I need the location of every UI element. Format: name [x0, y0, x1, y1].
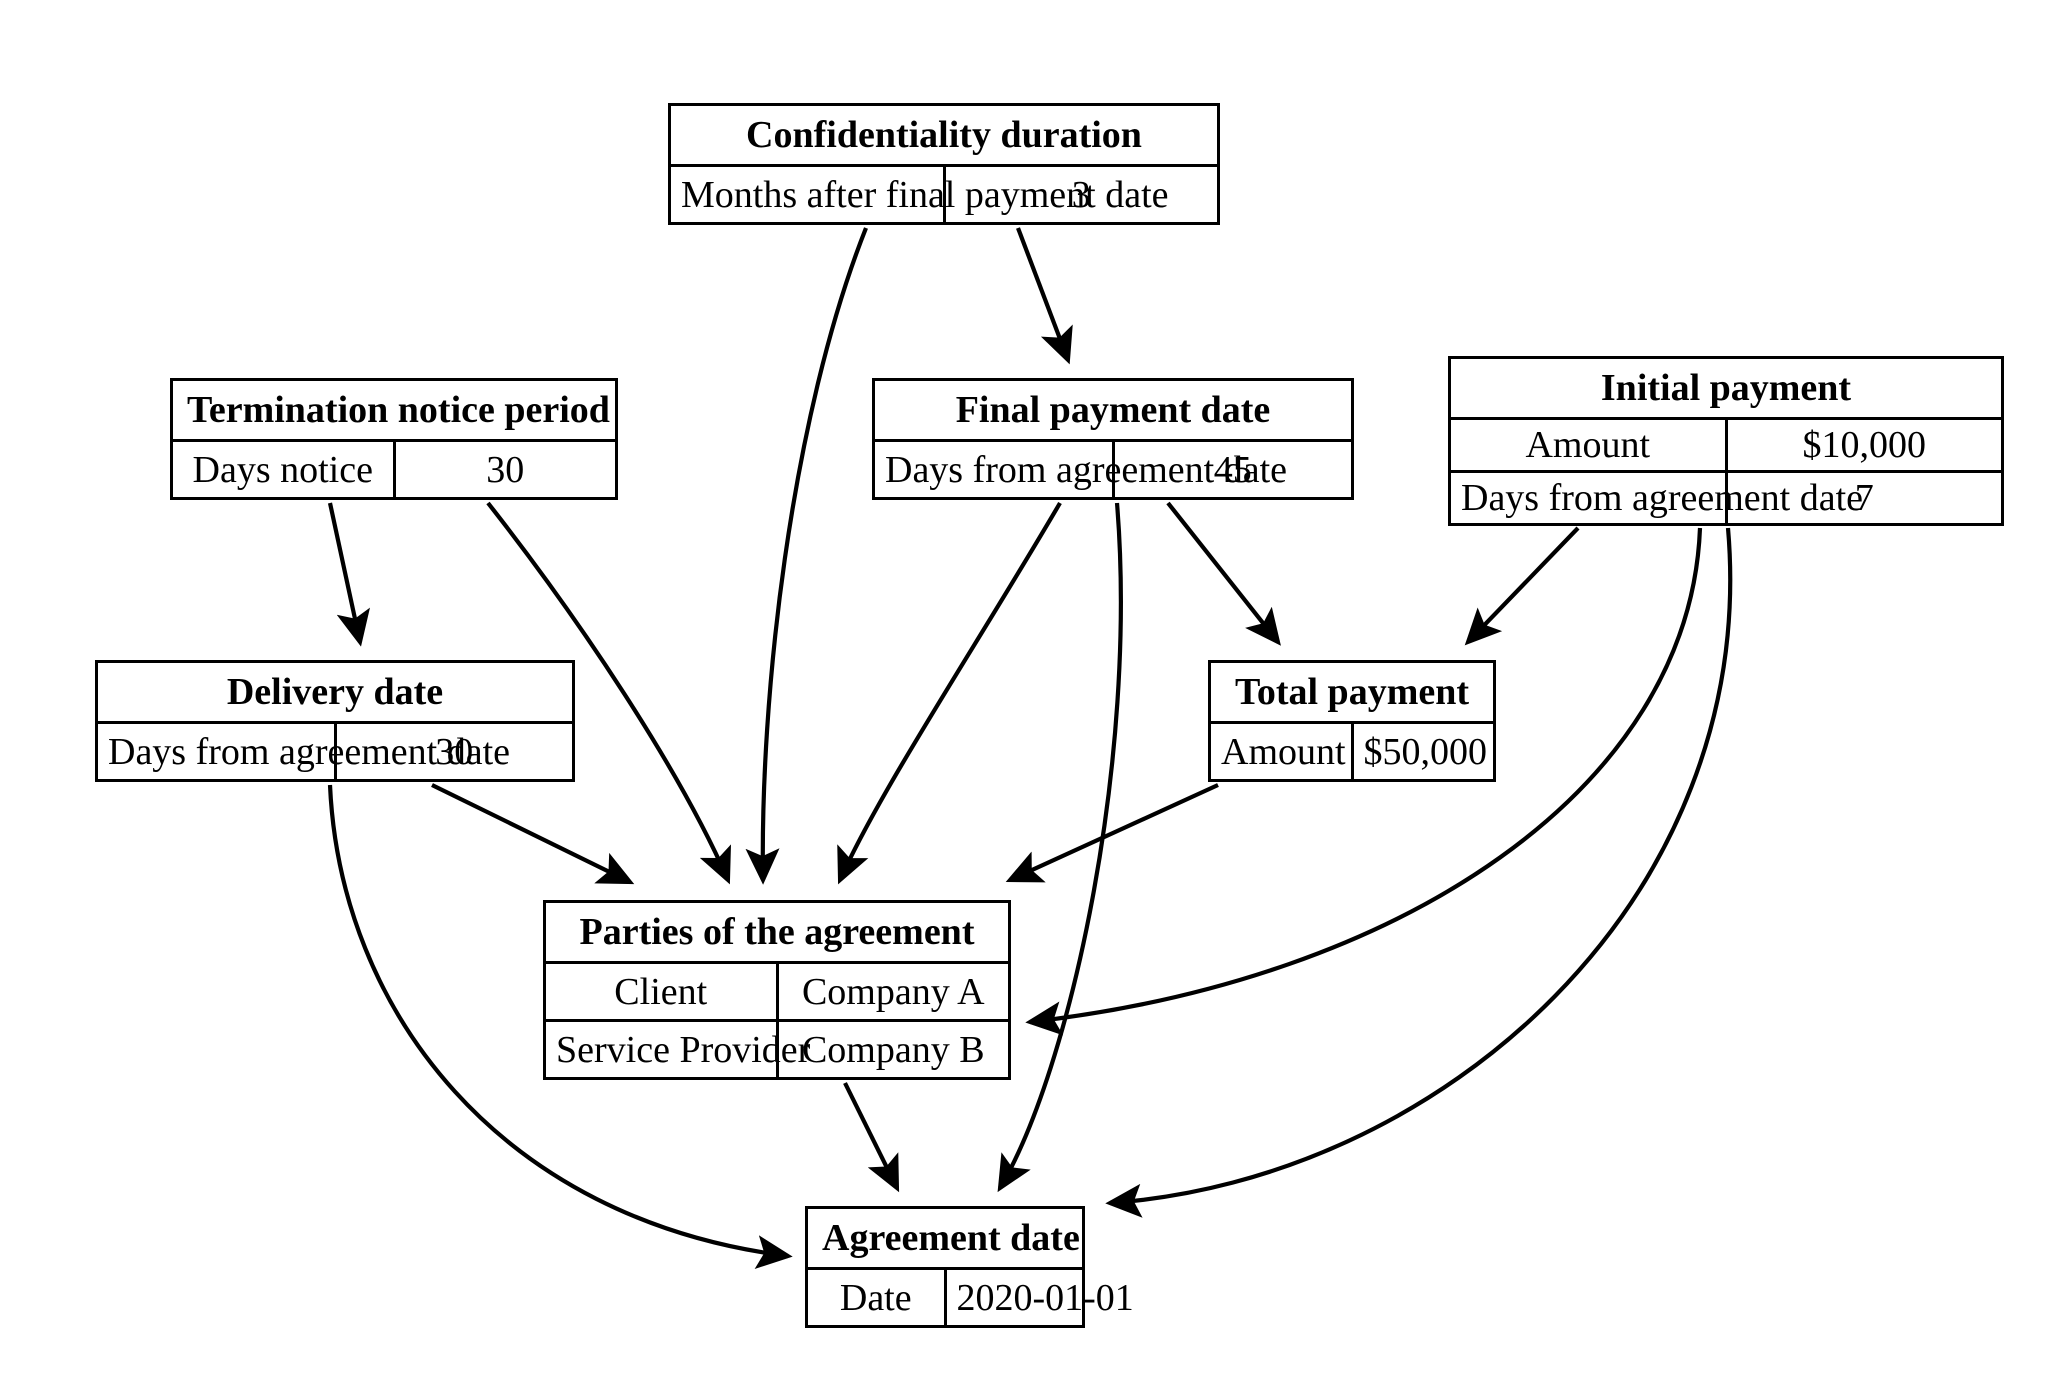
edge-final-payment-to-parties [837, 501, 1062, 885]
edge-initial-payment-to-agreement-date [1105, 527, 1733, 1218]
node-row-key: Amount [1221, 730, 1346, 773]
edge-initial-payment-to-total-payment [1464, 526, 1580, 646]
node-title: Agreement date [808, 1209, 1082, 1270]
edge-delivery-to-parties [431, 783, 635, 885]
node-row-value: 45 [1111, 440, 1351, 497]
node-row-value: 2020-01-01 [943, 1268, 1134, 1325]
node-row-key: Days from agreement date [108, 730, 510, 773]
node-row-key: Days from agreement date [1451, 470, 1863, 523]
node-final-payment-date[interactable]: Final payment date Days from agreement d… [872, 378, 1354, 500]
node-title: Parties of the agreement [546, 903, 1008, 964]
edge-confidentiality-to-final-payment [1016, 227, 1073, 365]
edge-total-payment-to-parties [1005, 783, 1219, 883]
node-row-key: Days notice [192, 448, 373, 491]
node-row-value: Company B [775, 1019, 1008, 1077]
node-row-value: Company A [775, 962, 1008, 1021]
node-termination-notice-period[interactable]: Termination notice period Days notice 30 [170, 378, 618, 500]
edge-final-payment-to-agreement-date [997, 502, 1123, 1193]
node-row-value: 30 [333, 722, 572, 779]
node-parties-of-the-agreement[interactable]: Parties of the agreement Client Company … [543, 900, 1011, 1080]
node-row-value: 7 [1724, 470, 2001, 523]
node-row-value: $50,000 [1350, 722, 1493, 779]
node-initial-payment[interactable]: Initial payment Amount $10,000 Days from… [1448, 356, 2004, 526]
node-row-value: $10,000 [1724, 418, 2001, 472]
edge-final-payment-to-total-payment [1166, 501, 1281, 646]
node-confidentiality-duration[interactable]: Confidentiality duration Months after fi… [668, 103, 1220, 225]
node-row-key: Amount [1525, 424, 1651, 467]
node-row-key: Months after final payment date [681, 173, 1169, 216]
node-row-key: Client [614, 970, 708, 1013]
node-agreement-date[interactable]: Agreement date Date 2020-01-01 [805, 1206, 1134, 1328]
node-row-value: 3 [942, 165, 1217, 222]
edge-termination-to-delivery [327, 502, 370, 647]
node-title: Termination notice period [173, 381, 615, 442]
node-row-key: Days from agreement date [885, 448, 1287, 491]
edge-confidentiality-to-parties [745, 227, 868, 885]
node-title: Final payment date [875, 381, 1351, 442]
node-row-value: 30 [392, 440, 615, 497]
edge-parties-to-agreement-date [843, 1082, 900, 1193]
node-delivery-date[interactable]: Delivery date Days from agreement date 3… [95, 660, 575, 782]
node-title: Confidentiality duration [671, 106, 1217, 167]
node-title: Total payment [1211, 663, 1493, 724]
node-total-payment[interactable]: Total payment Amount $50,000 [1208, 660, 1496, 782]
node-row-key: Service Provider [546, 1019, 810, 1077]
node-title: Delivery date [98, 663, 572, 724]
node-row-key: Date [839, 1276, 912, 1319]
node-title: Initial payment [1451, 359, 2001, 420]
